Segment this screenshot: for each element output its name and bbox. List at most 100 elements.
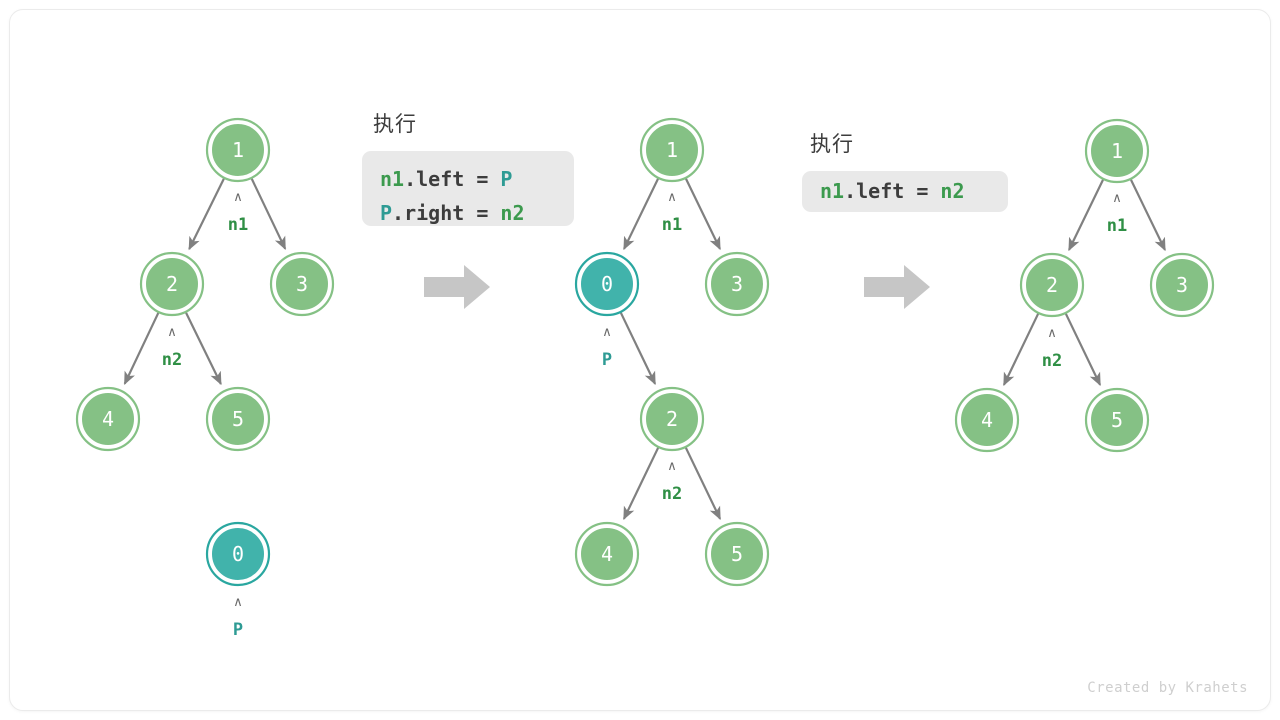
tree-node-5[interactable] [205, 386, 271, 452]
node-value-label: 0 [600, 272, 614, 296]
node-outer-ring [269, 251, 335, 317]
tree-node-2[interactable] [639, 386, 705, 452]
tree-edge [185, 312, 222, 386]
node-value-label: 4 [980, 408, 994, 432]
tree-node-3[interactable] [704, 251, 770, 317]
tree-node-0[interactable] [574, 251, 640, 317]
node-outer-ring [639, 117, 705, 183]
pointer-caret-icon: ∧ [667, 459, 677, 474]
tree-node-5[interactable] [704, 521, 770, 587]
node-outer-ring [1019, 252, 1085, 318]
code-token-n2: n2 [500, 201, 525, 225]
node-disc [210, 526, 266, 582]
node-value-label: 3 [295, 272, 309, 296]
pointer-caret-icon: ∧ [667, 190, 677, 205]
code-token-n1: n1 [820, 179, 845, 203]
transition-arrow-2 [864, 265, 930, 309]
tree-edge [1068, 179, 1105, 252]
edge-layer [123, 178, 1166, 521]
tree-node-4[interactable] [574, 521, 640, 587]
node-outer-ring [139, 251, 205, 317]
node-outer-ring [954, 387, 1020, 453]
node-outer-ring [205, 386, 271, 452]
node-value-label: 4 [600, 542, 614, 566]
node-value-label: 5 [231, 407, 245, 431]
tree-edge [1064, 313, 1102, 387]
node-disc [579, 526, 635, 582]
tree-edge [684, 178, 721, 251]
tree-node-4[interactable] [75, 386, 141, 452]
pointer-n1: n1 [1106, 216, 1128, 236]
tree-node-0[interactable] [205, 521, 271, 587]
code-token-right-assign: .right = [392, 201, 501, 225]
tree-node-2[interactable] [1019, 252, 1085, 318]
tree-node-1[interactable] [1084, 118, 1150, 184]
node-disc [1089, 392, 1145, 448]
node-disc [80, 391, 136, 447]
tree-edge [250, 178, 287, 250]
node-value-label: 4 [101, 407, 115, 431]
node-value-label: 1 [665, 138, 679, 162]
code-token-p2: P [380, 201, 393, 225]
node-outer-ring [1084, 118, 1150, 184]
code-line-1: n1.left = n2 [820, 179, 990, 203]
tree-node-2[interactable] [139, 251, 205, 317]
step-2-action-label: 执行 [373, 113, 417, 136]
node-outer-ring [639, 386, 705, 452]
tree-edge [623, 178, 660, 251]
watermark-credit: Created by Krahets [1087, 680, 1248, 696]
pointer-p: P [232, 620, 244, 640]
node-outer-ring [205, 521, 271, 587]
step-3-action-label: 执行 [810, 133, 854, 156]
tree-edge [1002, 313, 1040, 387]
node-disc [709, 526, 765, 582]
node-outer-ring [574, 521, 640, 587]
node-disc [579, 256, 635, 312]
pointer-caret-icon: ∧ [1047, 326, 1057, 341]
pointer-caret-icon: ∧ [602, 325, 612, 340]
node-outer-ring [205, 117, 271, 183]
code-line-1: n1.left = P [380, 162, 556, 196]
node-disc [1024, 257, 1080, 313]
code-token-left-assign: .left = [404, 167, 501, 191]
node-value-label: 3 [730, 272, 744, 296]
node-value-label: 5 [1110, 408, 1124, 432]
tree-node-4[interactable] [954, 387, 1020, 453]
tree-node-5[interactable] [1084, 387, 1150, 453]
tree-node-3[interactable] [269, 251, 335, 317]
tree-edge [1129, 179, 1166, 252]
pointer-caret-icon: ∧ [1112, 191, 1122, 206]
tree-edge [622, 447, 660, 521]
node-value-label: 2 [1045, 273, 1059, 297]
node-outer-ring [574, 251, 640, 317]
node-disc [1154, 257, 1210, 313]
pointer-caret-icon: ∧ [167, 325, 177, 340]
code-token-n1: n1 [380, 167, 405, 191]
tree-node-1[interactable] [639, 117, 705, 183]
pointer-caret-icon: ∧ [233, 190, 243, 205]
pointer-caret-icon: ∧ [233, 595, 243, 610]
code-token-p: P [500, 167, 513, 191]
node-outer-ring [1149, 252, 1215, 318]
code-token-n2: n2 [940, 179, 965, 203]
node-value-label: 1 [231, 138, 245, 162]
node-outer-ring [704, 521, 770, 587]
pointer-n1: n1 [227, 215, 249, 235]
code-token-left-assign: .left = [844, 179, 941, 203]
node-value-label: 3 [1175, 273, 1189, 297]
node-outer-ring [704, 251, 770, 317]
node-value-label: 2 [165, 272, 179, 296]
node-disc [1089, 123, 1145, 179]
node-outer-ring [1084, 387, 1150, 453]
code-block-step-3: n1.left = n2 [802, 171, 1008, 212]
tree-node-1[interactable] [205, 117, 271, 183]
diagram-graphics [75, 117, 1215, 587]
node-value-label: 5 [730, 542, 744, 566]
tree-node-3[interactable] [1149, 252, 1215, 318]
node-disc [210, 391, 266, 447]
node-layer [75, 117, 1215, 587]
tree-edge [123, 312, 160, 385]
pointer-n2: n2 [161, 350, 183, 370]
